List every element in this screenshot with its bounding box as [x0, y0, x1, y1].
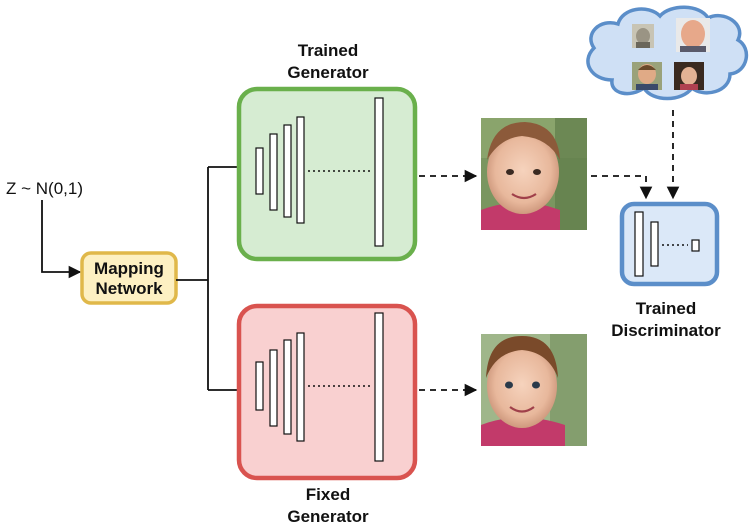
discriminator-title-line2: Discriminator	[611, 321, 721, 340]
trained-generator-box	[236, 86, 418, 262]
generator-layer-1	[255, 147, 264, 195]
generator-layer-3	[283, 339, 292, 435]
discriminator-box	[619, 201, 720, 287]
fixed-generator	[236, 303, 418, 481]
generator-layer-1	[255, 361, 264, 411]
image-to-discriminator-arrow	[591, 175, 653, 200]
generator-output-layer	[374, 312, 384, 462]
mapping-network-box	[80, 251, 178, 305]
fixed-generator-title-line1: Fixed	[306, 485, 350, 504]
fixed-generator-box	[236, 303, 418, 481]
bald-man-photo-icon	[676, 18, 710, 52]
discriminator-title-line1: Trained	[636, 299, 696, 318]
fixed-generator-title-line2: Generator	[287, 507, 369, 526]
child-face-photo-icon	[481, 118, 587, 230]
mapping-to-generators-connector	[176, 166, 238, 391]
trained-generator-title-line1: Trained	[298, 41, 358, 60]
generator-layer-2	[269, 133, 278, 211]
generator-layer-4	[296, 116, 305, 224]
child-face-photo-icon	[481, 334, 587, 446]
generator-layer-2	[269, 349, 278, 427]
trained-generator-title-line2: Generator	[287, 63, 369, 82]
cloud-shape	[586, 5, 749, 101]
noise-input-label: Z ~ N(0,1)	[6, 179, 83, 198]
elderly-man-photo-icon	[632, 24, 654, 48]
generator-layer-4	[296, 332, 305, 442]
discriminator-layer-1	[634, 211, 644, 277]
young-man-photo-icon	[632, 62, 662, 90]
generator-output-layer	[374, 97, 384, 247]
mapping-network-label-line2: Network	[95, 279, 163, 298]
woman-photo-icon	[674, 62, 704, 90]
real-data-cloud	[586, 5, 749, 101]
discriminator-layer-2	[650, 221, 659, 267]
mapping-network-label-line1: Mapping	[94, 259, 164, 278]
discriminator-output-unit	[691, 239, 700, 252]
mapping-network: Mapping Network	[80, 251, 178, 305]
generator-layer-3	[283, 124, 292, 218]
noise-to-mapping-arrow	[41, 200, 82, 279]
trained-generator	[236, 86, 418, 262]
trained-discriminator	[619, 201, 720, 287]
